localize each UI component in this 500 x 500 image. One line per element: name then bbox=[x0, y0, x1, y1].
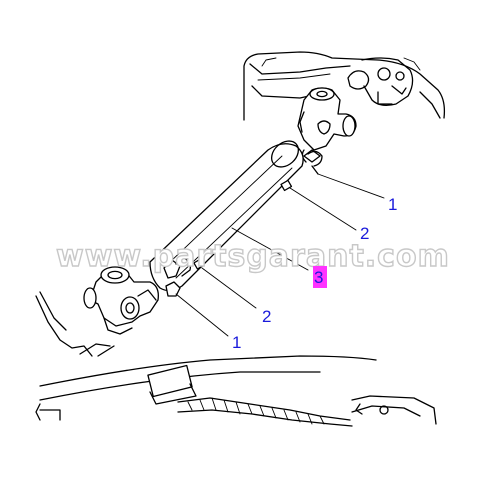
callout-2-upper: 2 bbox=[360, 224, 369, 243]
lower-u-joint bbox=[83, 266, 159, 335]
leader-line-upper-1 bbox=[317, 173, 385, 199]
callout-1-upper: 1 bbox=[388, 195, 397, 214]
leader-line-upper-2 bbox=[289, 187, 357, 231]
callout-3-highlight bbox=[313, 266, 327, 288]
lower-clamp-fasteners bbox=[163, 257, 205, 297]
upper-clamp-fasteners bbox=[280, 150, 323, 192]
upper-housing bbox=[243, 51, 446, 121]
drive-shaft-tube bbox=[149, 140, 304, 292]
lower-frame bbox=[35, 291, 437, 427]
leader-lines bbox=[175, 173, 385, 337]
callout-1-lower: 1 bbox=[232, 333, 241, 352]
leader-line-lower-1 bbox=[175, 293, 229, 337]
leader-line-lower-2 bbox=[201, 267, 257, 309]
callout-2-lower: 2 bbox=[262, 307, 271, 326]
leader-line-3 bbox=[231, 227, 309, 271]
watermark-text: www.partsgarant.com bbox=[56, 239, 450, 274]
upper-u-joint bbox=[297, 87, 357, 163]
callout-3: 3 bbox=[314, 268, 323, 287]
